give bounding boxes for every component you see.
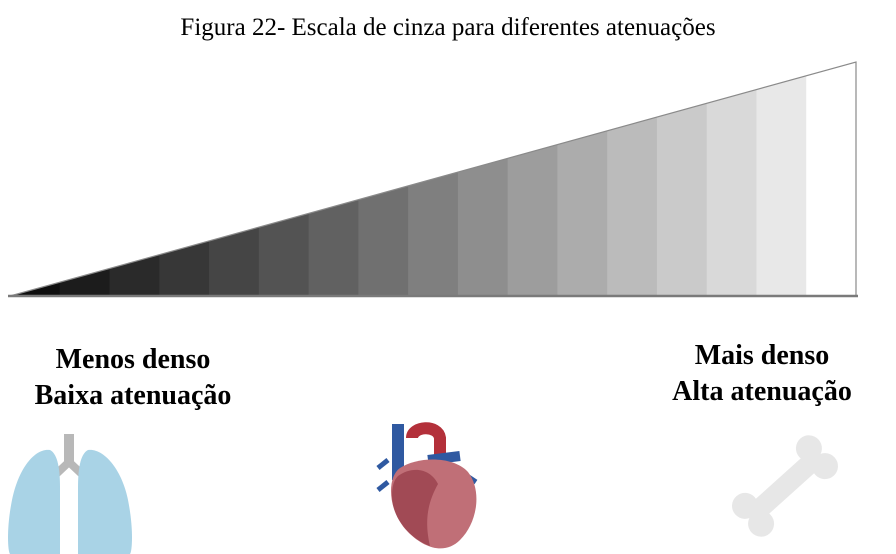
gray-step — [209, 62, 260, 296]
high-attenuation-text: Alta atenuação — [672, 376, 852, 407]
gray-step — [258, 62, 310, 296]
gray-step — [507, 62, 559, 296]
gray-step — [607, 62, 658, 296]
low-attenuation-label: Menos denso Baixa atenuação — [4, 342, 262, 414]
gray-step — [109, 62, 160, 296]
gray-step — [656, 62, 708, 296]
heart-icon — [376, 422, 478, 549]
gray-step — [308, 62, 359, 296]
low-density-text: Menos denso — [55, 344, 211, 375]
gray-step — [457, 62, 509, 296]
gray-step — [706, 62, 758, 296]
gray-step — [358, 62, 409, 296]
high-density-text: Mais denso — [694, 340, 830, 371]
gray-step — [756, 62, 807, 296]
gray-step — [806, 62, 856, 296]
gray-step — [159, 62, 210, 296]
grayscale-wedge — [8, 61, 858, 298]
high-attenuation-label: Mais denso Alta atenuação — [628, 338, 896, 410]
low-attenuation-text: Baixa atenuação — [34, 380, 232, 411]
bone-icon — [732, 435, 838, 537]
lungs-icon — [8, 434, 132, 554]
figure-caption: Figura 22- Escala de cinza para diferent… — [180, 14, 716, 41]
gray-step — [10, 62, 61, 296]
gray-step — [408, 62, 459, 296]
gray-step — [557, 62, 608, 296]
